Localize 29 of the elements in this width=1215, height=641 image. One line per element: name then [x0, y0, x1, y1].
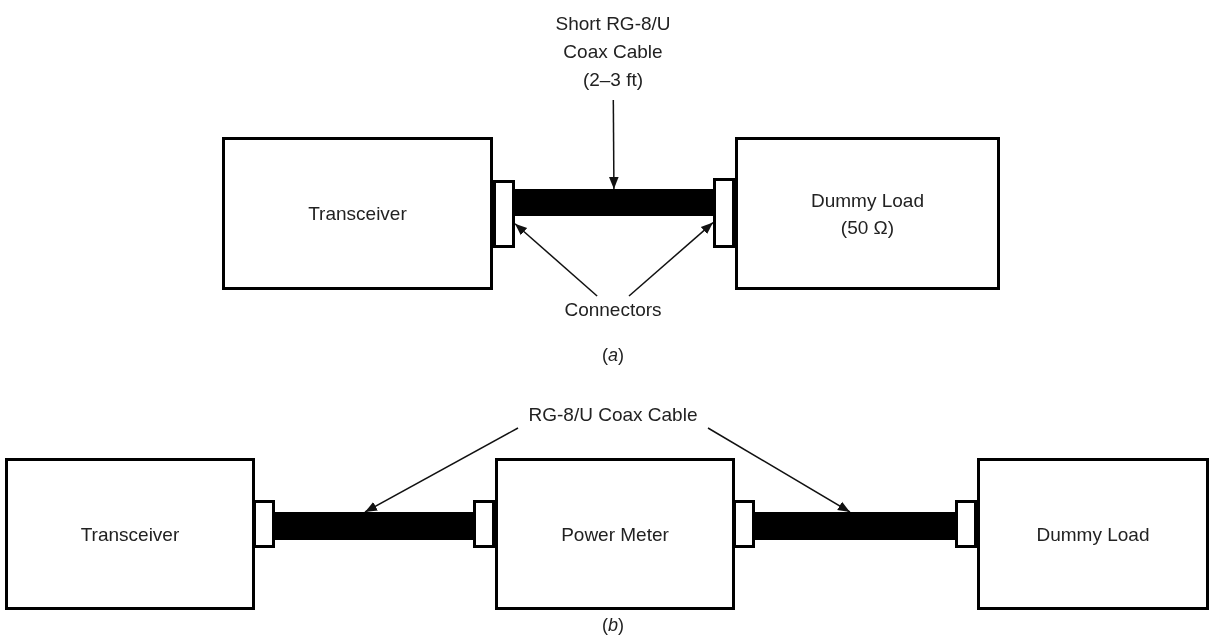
- callout-label: Short RG-8/U Coax Cable (2–3 ft): [554, 12, 672, 92]
- connector-box: [713, 178, 735, 248]
- device-label: Dummy Load (50 Ω): [810, 188, 925, 240]
- leader-arrow: [707, 427, 851, 513]
- device-box: [977, 458, 1209, 610]
- device-box: [495, 458, 735, 610]
- figure-part-label: (b): [601, 614, 625, 637]
- device-box: [5, 458, 255, 610]
- coax-cable-bar: [755, 512, 957, 540]
- connector-box: [493, 180, 515, 248]
- device-label: Dummy Load: [1036, 522, 1150, 547]
- connector-box: [733, 500, 755, 548]
- device-label: Transceiver: [308, 202, 407, 226]
- device-label: Power Meter: [561, 522, 669, 547]
- connector-box: [253, 500, 275, 548]
- device-label: Transceiver: [80, 522, 180, 547]
- coax-cable-bar: [515, 189, 713, 216]
- figure-part-label: (a): [601, 344, 625, 367]
- leader-arrow: [364, 427, 519, 513]
- leader-arrow: [609, 99, 619, 190]
- device-box: [222, 137, 493, 290]
- coax-cable-bar: [275, 512, 475, 540]
- callout-label: Connectors: [564, 298, 662, 322]
- leader-arrow: [514, 222, 598, 297]
- connector-box: [473, 500, 495, 548]
- connector-box: [955, 500, 977, 548]
- callout-label: RG-8/U Coax Cable: [528, 403, 698, 427]
- device-box: [735, 137, 1000, 290]
- leader-arrow: [628, 221, 714, 297]
